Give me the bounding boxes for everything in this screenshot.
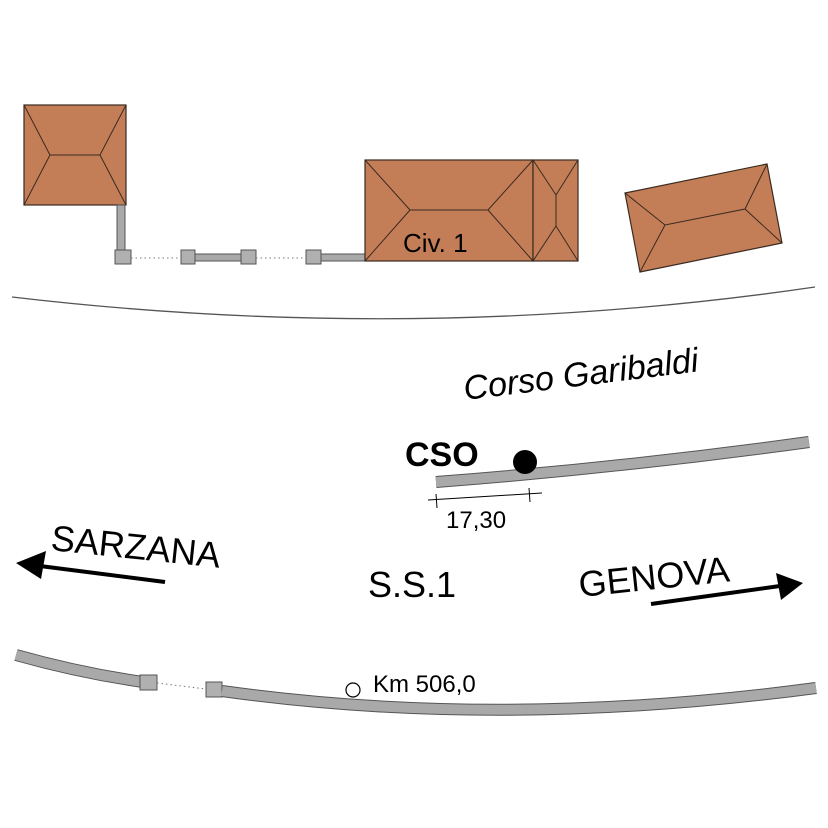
direction-right: GENOVA bbox=[577, 548, 803, 606]
arrow-right-icon bbox=[650, 584, 781, 606]
station-marker bbox=[513, 450, 537, 474]
street-edge bbox=[11, 286, 816, 320]
arrow-left-icon bbox=[39, 564, 166, 584]
building-label: Civ. 1 bbox=[403, 228, 468, 258]
fence-wall bbox=[114, 204, 367, 265]
direction-left: SARZANA bbox=[16, 517, 223, 584]
building-civ1: Civ. 1 bbox=[364, 159, 579, 262]
dimension-line: 17,30 bbox=[427, 487, 543, 534]
street-name: Corso Garibaldi bbox=[461, 341, 702, 408]
station-code: CSO bbox=[405, 436, 479, 474]
building-right bbox=[624, 163, 783, 273]
milestone-label: Km 506,0 bbox=[373, 671, 476, 698]
milestone-marker bbox=[345, 682, 361, 698]
building-left bbox=[23, 104, 127, 206]
road-label: S.S.1 bbox=[368, 564, 456, 605]
guardrail-lower bbox=[14, 649, 817, 716]
direction-left-label: SARZANA bbox=[49, 517, 222, 576]
distance-label: 17,30 bbox=[446, 507, 506, 534]
